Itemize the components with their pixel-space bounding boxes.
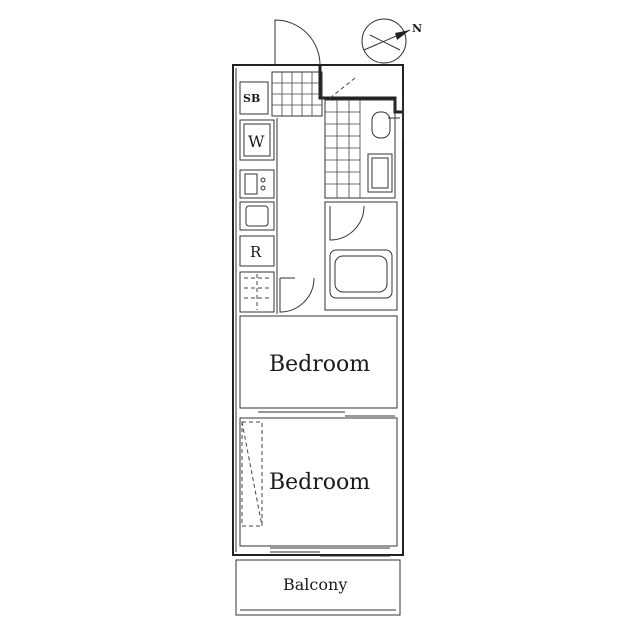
refrigerator-space: R (239, 235, 275, 267)
shoe-box-label: SB (243, 92, 260, 105)
bedroom-1-label: Bedroom (269, 352, 370, 377)
bedroom-1: Bedroom (239, 315, 398, 409)
sliding-partition (258, 407, 395, 417)
entrance-tiles (271, 71, 323, 117)
balcony-label: Balcony (283, 575, 347, 594)
balcony-window (270, 547, 390, 557)
bedroom-2: Bedroom (239, 417, 398, 547)
washer-space: W (239, 119, 275, 161)
refrigerator-label: R (250, 243, 262, 261)
toilet-room (324, 77, 400, 199)
compass: N (361, 18, 422, 64)
north-label: N (412, 22, 422, 35)
kitchen-counter (239, 169, 275, 231)
entrance-door (274, 19, 321, 66)
hall-door (279, 277, 315, 313)
balcony: Balcony (235, 559, 401, 616)
bathroom (324, 201, 398, 311)
storage-shelf (239, 271, 275, 313)
washer-label: W (248, 132, 265, 151)
shoe-box: SB (239, 81, 269, 115)
bedroom-2-label: Bedroom (269, 470, 370, 495)
